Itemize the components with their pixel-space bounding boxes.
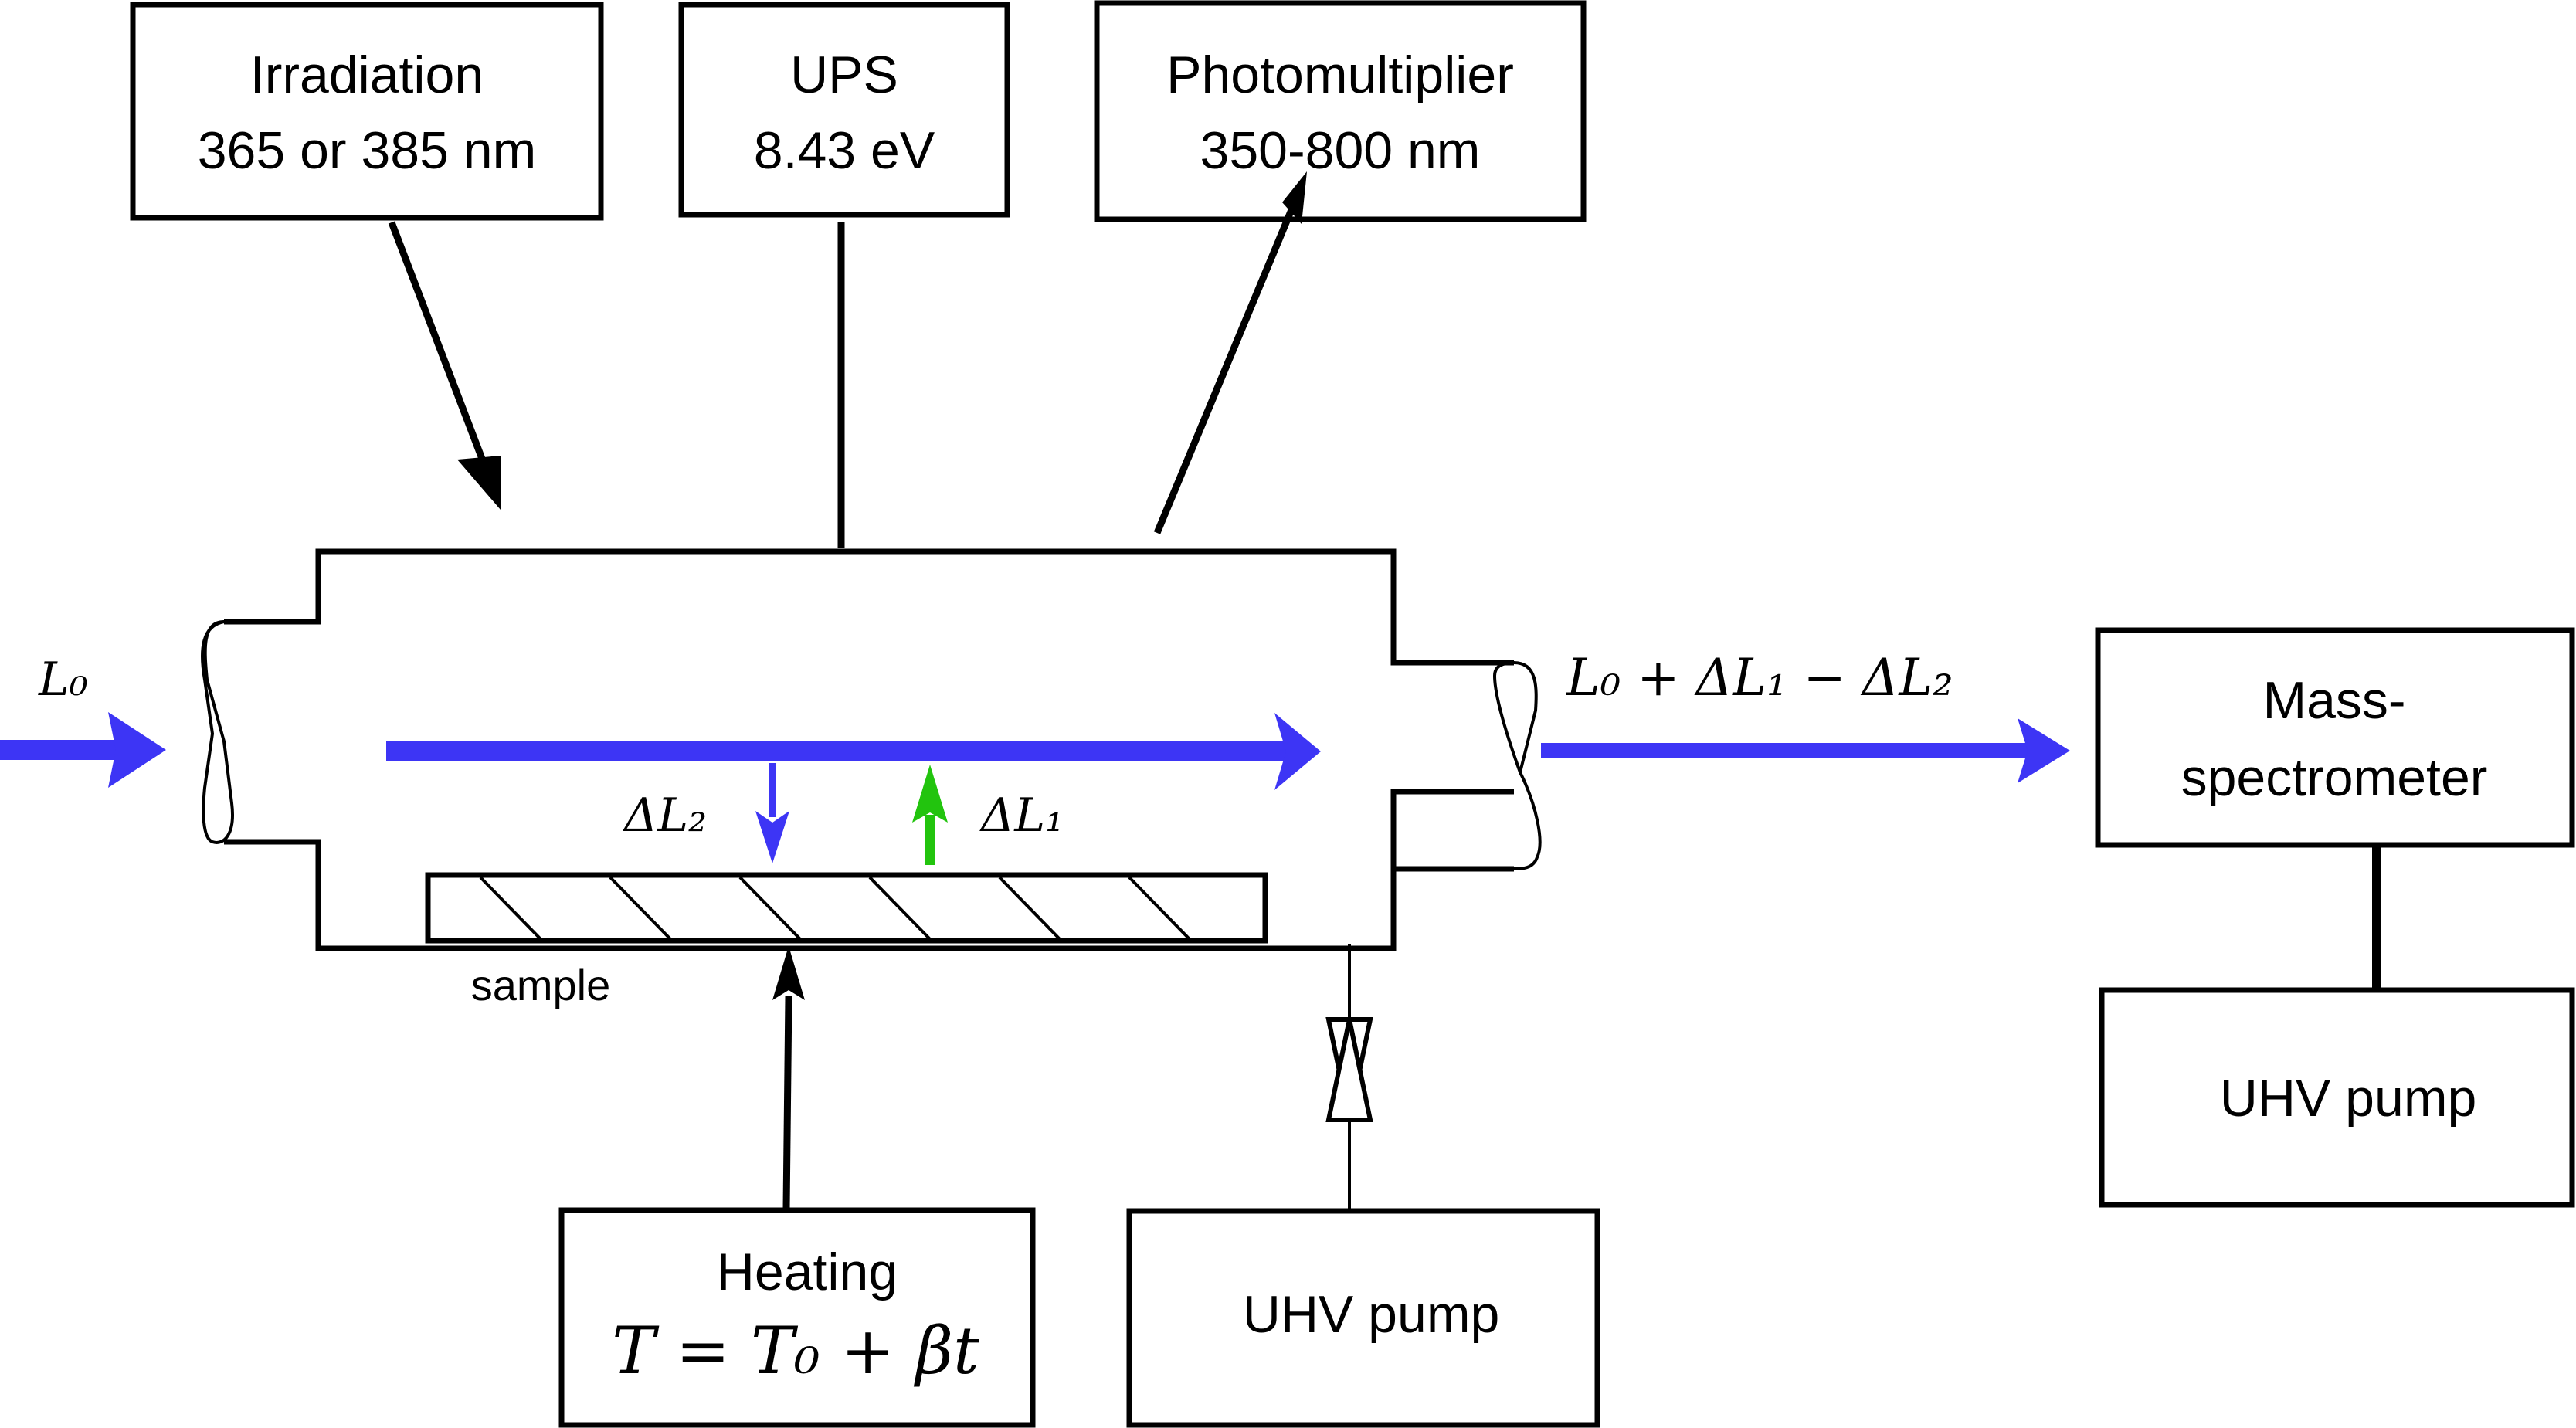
heating-formula: T = T₀ + βt [612, 1313, 979, 1389]
mass-spectrometer-title: Mass- [2262, 671, 2405, 730]
ups-title: UPS [790, 46, 898, 104]
ups-box: UPS 8.43 eV [678, 2, 1010, 218]
right-flange-seal [1492, 661, 1542, 870]
sample-holder [425, 872, 1268, 944]
photomultiplier-arrow [1153, 171, 1307, 534]
photomultiplier-title: Photomultiplier [1166, 46, 1514, 104]
left-flange-seal [201, 620, 234, 844]
ups-energy: 8.43 eV [754, 121, 935, 180]
chamber-flow-arrow [386, 713, 1321, 790]
mass-spectrometer-box: Mass- spectrometer [2095, 627, 2575, 848]
inflow-arrow [0, 712, 166, 788]
sample-label: sample [471, 961, 611, 1009]
heating-box: Heating T = T₀ + βt [558, 1207, 1036, 1428]
photomultiplier-box: Photomultiplier 350-800 nm [1094, 0, 1587, 222]
uhv-pump-right-box: UHV pump [2099, 987, 2575, 1208]
adsorption-arrow [755, 763, 789, 863]
irradiation-box: Irradiation 365 or 385 nm [130, 2, 604, 221]
outflow-label: L₀ + ΔL₁ − ΔL₂ [1566, 648, 1953, 707]
irradiation-arrow [388, 221, 501, 510]
gate-valve-icon [1325, 1017, 1373, 1122]
uhv-pump-bottom-label: UHV pump [1243, 1285, 1500, 1344]
mass-spectrometer-title-2: spectrometer [2181, 748, 2488, 807]
heating-arrow [772, 946, 805, 1209]
photomultiplier-range: 350-800 nm [1200, 121, 1481, 180]
irradiation-wavelength: 365 or 385 nm [198, 121, 537, 180]
adsorption-label: ΔL₂ [623, 789, 707, 843]
desorption-arrow [912, 765, 948, 865]
desorption-label: ΔL₁ [979, 789, 1064, 843]
vacuum-chamber [224, 548, 1514, 951]
irradiation-title: Irradiation [250, 46, 484, 104]
heating-title: Heating [717, 1243, 898, 1301]
uhv-pump-right-label: UHV pump [2220, 1069, 2477, 1128]
uhv-pump-bottom-box: UHV pump [1126, 1208, 1600, 1428]
outflow-arrow [1541, 718, 2070, 783]
inflow-label: L₀ [38, 653, 88, 707]
